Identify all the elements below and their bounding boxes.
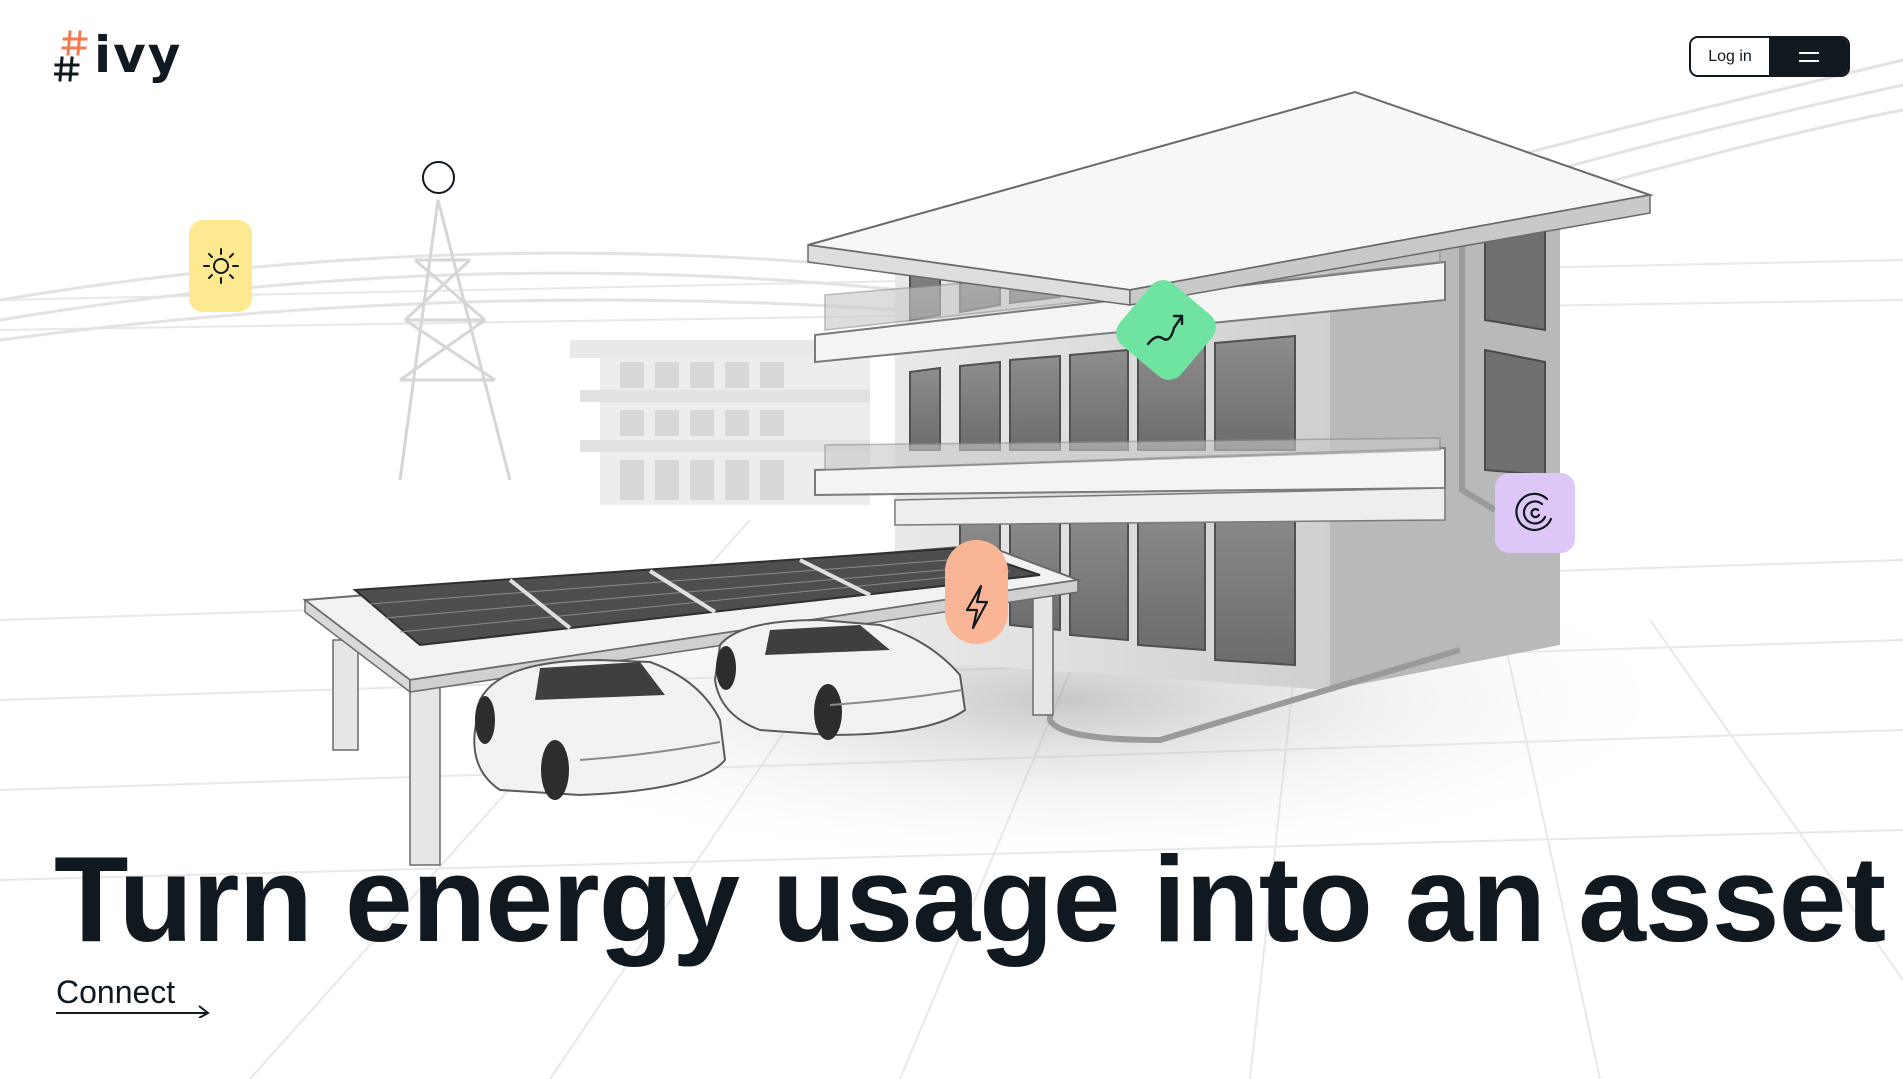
login-button[interactable]: Log in [1691,38,1769,75]
sun-icon [202,248,239,284]
menu-button[interactable] [1769,38,1848,75]
hash-logo-icon [53,28,98,84]
arrow-right-icon [56,1005,210,1018]
lightning-icon [965,584,988,630]
trend-badge[interactable] [1109,273,1223,387]
connect-link[interactable]: Connect [56,974,210,1020]
top-nav: Log in [1689,36,1850,77]
car-back [713,618,967,740]
circle-hotspot-icon[interactable] [422,161,455,194]
connect-label: Connect [56,974,176,1010]
hero-headline: Turn energy usage into an asset [54,831,1886,967]
trend-up-icon [1146,314,1184,346]
main-building [807,90,1654,744]
cycle-icon [1515,492,1553,532]
hamburger-icon [1798,51,1819,62]
cars [473,618,967,800]
pylon [398,199,512,481]
cycle-badge[interactable] [1495,473,1575,553]
sun-badge[interactable] [189,220,252,312]
background-building [570,340,870,505]
car-front [473,658,727,800]
brand-logo[interactable]: ivy [53,26,183,84]
brand-name: ivy [94,26,183,84]
lightning-badge[interactable] [945,540,1008,644]
power-lines [0,58,1903,342]
